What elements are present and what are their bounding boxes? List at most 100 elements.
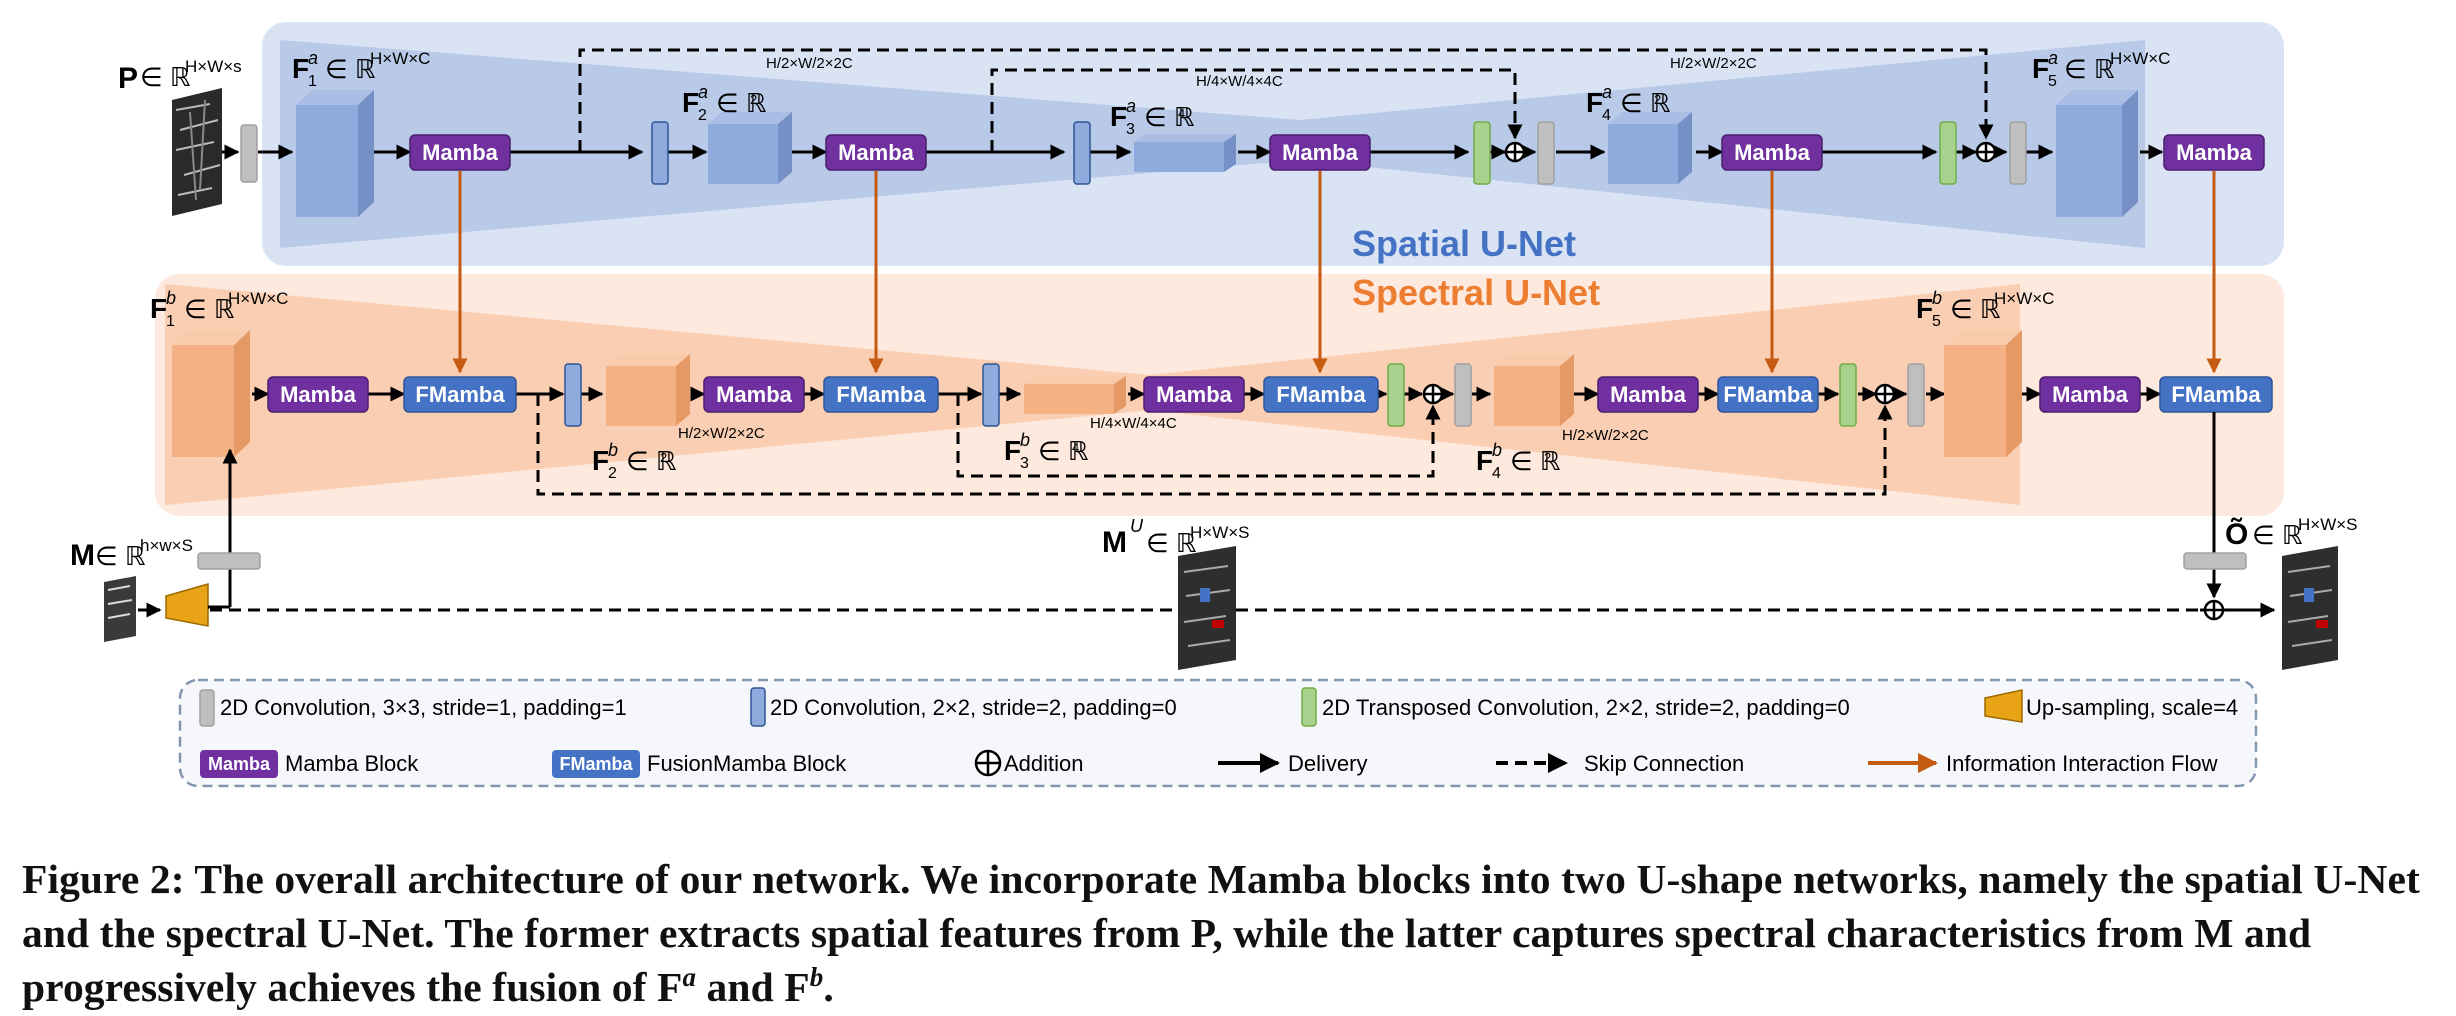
svg-text:∈ ℝ: ∈ ℝ bbox=[2064, 54, 2115, 84]
fmamba-block-5: FMamba bbox=[2159, 376, 2273, 413]
mamba-block-spectral-2: Mamba bbox=[703, 376, 805, 413]
information-interaction-flow bbox=[452, 171, 2222, 374]
legend-tconv: 2D Transposed Convolution, 2×2, stride=2… bbox=[1301, 687, 1850, 727]
conv3x3-block bbox=[2009, 121, 2027, 185]
pan-image-P bbox=[172, 88, 222, 216]
feature-cuboid-Fb3 bbox=[1024, 376, 1126, 414]
conv3x3-block bbox=[240, 124, 258, 183]
legend-mamba: Mamba Mamba Block bbox=[200, 750, 419, 778]
svg-text:Mamba: Mamba bbox=[2052, 382, 2129, 407]
svg-text:M: M bbox=[1102, 526, 1127, 559]
legend-addition: Addition bbox=[974, 749, 1084, 777]
svg-text:Mamba Block: Mamba Block bbox=[285, 751, 419, 776]
svg-text:2: 2 bbox=[608, 465, 617, 482]
svg-text:Mamba: Mamba bbox=[716, 382, 793, 407]
svg-text:F: F bbox=[592, 445, 609, 476]
feature-cuboid-Fb2 bbox=[606, 354, 690, 426]
label-Fa2: F 2 a ∈ ℝ 2 H/2×W/2×2C bbox=[682, 55, 853, 124]
svg-text:b: b bbox=[166, 288, 176, 308]
svg-text:H/4×W/4×4C: H/4×W/4×4C bbox=[1090, 415, 1177, 432]
svg-text:Skip Connection: Skip Connection bbox=[1584, 751, 1744, 776]
svg-text:∈ ℝ: ∈ ℝ bbox=[325, 54, 376, 84]
svg-text:5: 5 bbox=[2048, 73, 2057, 90]
svg-text:FMamba: FMamba bbox=[836, 382, 926, 407]
label-Fa5: F 5 a ∈ ℝ H×W×C bbox=[2032, 48, 2170, 90]
svg-text:F: F bbox=[1916, 293, 1933, 324]
conv3x3-block bbox=[2183, 552, 2247, 570]
svg-text:H/4×W/4×4C: H/4×W/4×4C bbox=[1196, 73, 1283, 90]
mamba-block-spatial-4: Mamba bbox=[1721, 134, 1823, 171]
svg-text:Õ: Õ bbox=[2225, 517, 2248, 551]
svg-text:F: F bbox=[292, 53, 309, 84]
label-M: M ∈ ℝ h×w×S bbox=[70, 536, 193, 572]
svg-text:H×W×C: H×W×C bbox=[370, 49, 430, 68]
addition-node bbox=[1504, 141, 1526, 163]
conv2x2-block bbox=[564, 363, 582, 427]
svg-text:∈ ℝ: ∈ ℝ bbox=[140, 62, 191, 92]
fmamba-block-3: FMamba bbox=[1263, 376, 1379, 413]
fmamba-block-4: FMamba bbox=[1717, 376, 1819, 413]
svg-text:F: F bbox=[1110, 101, 1127, 132]
svg-text:∈ ℝ: ∈ ℝ bbox=[184, 294, 235, 324]
svg-text:Mamba: Mamba bbox=[1282, 140, 1359, 165]
svg-text:3: 3 bbox=[1020, 455, 1029, 472]
label-Fb1: F 1 b ∈ ℝ H×W×C bbox=[150, 288, 288, 330]
mamba-block-spectral-4: Mamba bbox=[1597, 376, 1699, 413]
spectral-unet-label: Spectral U-Net bbox=[1352, 272, 1600, 313]
svg-text:h×w×S: h×w×S bbox=[140, 536, 193, 555]
legend-skip: Skip Connection bbox=[1496, 751, 1744, 776]
feature-cuboid-Fa5 bbox=[2056, 90, 2138, 217]
spatial-unet-label: Spatial U-Net bbox=[1352, 223, 1576, 264]
conv3x3-block bbox=[1907, 363, 1925, 427]
label-Fa1: F 1 a ∈ ℝ H×W×C bbox=[292, 48, 430, 90]
upsampled-image-MU bbox=[1178, 546, 1236, 670]
svg-text:H/2×W/2×2C: H/2×W/2×2C bbox=[678, 425, 765, 442]
svg-text:Mamba: Mamba bbox=[1610, 382, 1687, 407]
addition-node bbox=[1422, 383, 1444, 405]
caption-text: Figure 2: The overall architecture of ou… bbox=[22, 856, 2420, 1010]
svg-text:a: a bbox=[308, 48, 318, 68]
svg-text:FMamba: FMamba bbox=[415, 382, 505, 407]
transposed-conv-block bbox=[1473, 121, 1491, 185]
svg-text:a: a bbox=[2048, 48, 2058, 68]
legend-conv2: 2D Convolution, 2×2, stride=2, padding=0 bbox=[750, 687, 1177, 727]
caption-end: . bbox=[823, 964, 834, 1010]
addition-node bbox=[1975, 141, 1997, 163]
svg-text:a: a bbox=[1602, 82, 1612, 102]
mamba-block-spectral-3: Mamba bbox=[1143, 376, 1245, 413]
svg-text:F: F bbox=[2032, 53, 2049, 84]
svg-text:Addition: Addition bbox=[1004, 751, 1084, 776]
svg-text:∈ ℝ: ∈ ℝ bbox=[2252, 520, 2303, 550]
legend-interaction: Information Interaction Flow bbox=[1868, 751, 2218, 776]
svg-text:FusionMamba Block: FusionMamba Block bbox=[647, 751, 847, 776]
addition-node bbox=[1874, 383, 1896, 405]
conv2x2-block bbox=[651, 121, 669, 185]
conv3x3-block bbox=[197, 552, 261, 570]
legend-fmamba: FMamba FusionMamba Block bbox=[552, 750, 847, 778]
caption-sup-a: a bbox=[682, 962, 697, 993]
mamba-block-spectral-1: Mamba bbox=[267, 376, 369, 413]
svg-text:Mamba: Mamba bbox=[2176, 140, 2253, 165]
svg-text:FMamba: FMamba bbox=[559, 754, 633, 774]
svg-text:4: 4 bbox=[1072, 440, 1079, 455]
svg-text:∈ ℝ: ∈ ℝ bbox=[1146, 528, 1197, 558]
svg-text:b: b bbox=[608, 440, 618, 460]
svg-text:4: 4 bbox=[1602, 107, 1611, 124]
feature-cuboid-Fb5 bbox=[1944, 330, 2022, 457]
svg-text:2: 2 bbox=[698, 107, 707, 124]
mamba-block-spectral-5: Mamba bbox=[2039, 376, 2141, 413]
svg-text:∈ ℝ: ∈ ℝ bbox=[95, 541, 146, 571]
feature-cuboid-Fa2 bbox=[708, 112, 792, 184]
fmamba-block-1: FMamba bbox=[403, 376, 517, 413]
feature-cuboid-Fb1 bbox=[172, 330, 250, 457]
svg-text:∈ ℝ: ∈ ℝ bbox=[716, 88, 767, 118]
svg-text:F: F bbox=[1586, 87, 1603, 118]
svg-text:H×W×s: H×W×s bbox=[185, 57, 242, 76]
svg-text:Information Interaction Flow: Information Interaction Flow bbox=[1946, 751, 2218, 776]
label-O: Õ ∈ ℝ H×W×S bbox=[2225, 515, 2358, 551]
feature-cuboid-Fa4 bbox=[1608, 112, 1692, 184]
label-P: P ∈ ℝ H×W×s bbox=[118, 57, 242, 95]
svg-text:Mamba: Mamba bbox=[838, 140, 915, 165]
svg-text:b: b bbox=[1492, 440, 1502, 460]
mamba-block-spatial-2: Mamba bbox=[825, 134, 927, 171]
